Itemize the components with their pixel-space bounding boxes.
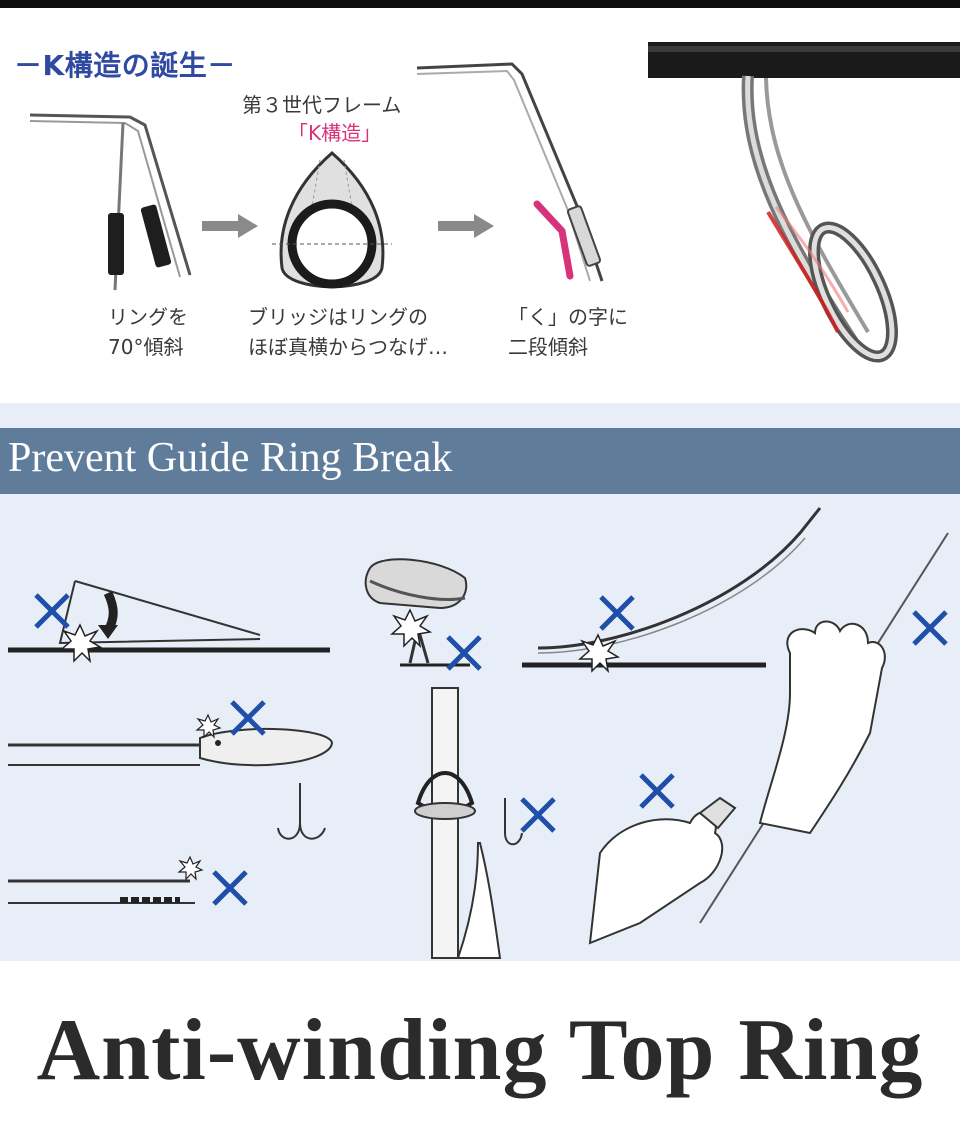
- cross-icon: [522, 799, 554, 831]
- frame-structure-name: 「K構造」: [288, 121, 382, 145]
- frame-generation-label: 第３世代フレーム: [242, 93, 402, 117]
- caption-line: 「く」の字に: [508, 305, 628, 329]
- caption-line: 70°傾斜: [108, 335, 184, 359]
- guide-70-degree-illustration: [29, 113, 192, 291]
- cross-icon: [641, 775, 673, 807]
- caption-double-slant: 「く」の字に 二段傾斜: [508, 302, 628, 362]
- scenario-swivel-in-tip: [8, 856, 246, 904]
- cross-icon: [601, 597, 633, 629]
- scenario-tip-on-ground: [522, 507, 822, 672]
- section-banner: [0, 428, 960, 494]
- top-bar: [0, 0, 960, 8]
- cross-icon: [914, 612, 946, 644]
- caption-line: リングを: [108, 305, 188, 329]
- sinker-icon: [456, 842, 502, 959]
- k-structure-title: －K構造の誕生－: [14, 49, 236, 82]
- caption-line: ブリッジはリングの: [248, 305, 428, 329]
- scenario-lure-in-guide: [8, 702, 334, 840]
- arrow-right-icon: [438, 214, 494, 238]
- scenario-hand-grip: [699, 532, 949, 924]
- top-guide-photo: [648, 42, 960, 388]
- double-slant-frame-illustration: [416, 62, 604, 282]
- cross-icon: [36, 595, 68, 627]
- scenario-step-on-guide: [364, 558, 480, 669]
- caption-ring-tilt: リングを 70°傾斜: [108, 302, 188, 362]
- lure-icon: [199, 727, 334, 767]
- scenario-hand-threading: [588, 775, 737, 945]
- scenario-hook-sinker: [414, 687, 554, 959]
- caption-line: 二段傾斜: [508, 335, 588, 359]
- caption-line: ほぼ真横からつなげ…: [248, 335, 448, 359]
- product-headline: Anti-winding Top Ring: [36, 1002, 924, 1099]
- ring-break-scenarios-illustration: [8, 507, 949, 959]
- k-frame-ring-illustration: [272, 151, 392, 289]
- scenario-rod-drop: [8, 580, 330, 662]
- cross-icon: [214, 872, 246, 904]
- arrow-right-icon: [202, 214, 258, 238]
- caption-bridge: ブリッジはリングの ほぼ真横からつなげ…: [248, 302, 448, 362]
- section-banner-title: Prevent Guide Ring Break: [8, 435, 453, 481]
